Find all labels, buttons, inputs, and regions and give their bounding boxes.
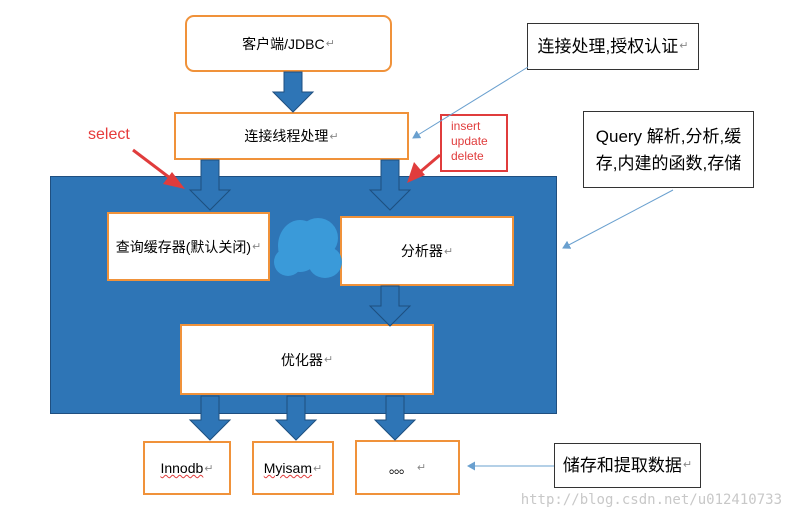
myisam-engine-box: Myisam↵ — [252, 441, 334, 495]
optimizer-label: 优化器 — [280, 351, 323, 368]
query-parse-note-line2: 存,内建的函数,存储 — [595, 153, 742, 173]
connection-auth-note-text: 连接处理,授权认证 — [537, 37, 679, 56]
query-parse-note: Query 解析,分析,缓 存,内建的函数,存储 — [583, 111, 754, 188]
more-engines-label: 。。。 — [388, 459, 413, 476]
arrow-connection-to-analyzer — [368, 159, 412, 211]
return-mark: ↵ — [204, 462, 214, 475]
storage-note-text: 储存和提取数据 — [562, 456, 682, 475]
analyzer-label: 分析器 — [400, 243, 443, 259]
return-mark: ↵ — [682, 459, 693, 471]
arrow-connection-to-cache — [188, 159, 232, 211]
storage-note: 储存和提取数据↵ — [554, 443, 701, 488]
return-mark: ↵ — [323, 354, 334, 366]
arrow-analyzer-to-optimizer — [368, 285, 412, 327]
watermark: http://blog.csdn.net/u012410733 — [520, 492, 782, 508]
connection-thread-label: 连接线程处理 — [244, 128, 329, 144]
return-mark: ↵ — [679, 40, 689, 52]
innodb-engine-box: Innodb↵ — [143, 441, 231, 495]
return-mark: ↵ — [329, 130, 339, 143]
write-ops-pointer-arrow — [419, 153, 441, 174]
arrow-to-innodb — [188, 395, 232, 441]
return-mark: ↵ — [325, 38, 335, 50]
write-operations-note: insert update delete — [440, 114, 508, 172]
write-op-update: update — [451, 134, 488, 148]
select-pointer-arrow — [132, 148, 171, 180]
arrow-to-more-engines — [373, 395, 417, 441]
return-mark: ↵ — [443, 245, 454, 258]
analyzer-box: 分析器↵ — [340, 216, 514, 286]
write-op-delete: delete — [451, 149, 484, 163]
optimizer-box: 优化器↵ — [180, 324, 434, 395]
client-jdbc-label: 客户端/JDBC — [242, 35, 325, 52]
myisam-label: Myisam — [263, 460, 312, 476]
cache-analyzer-link — [274, 218, 342, 278]
client-jdbc-box: 客户端/JDBC↵ — [185, 15, 392, 72]
arrow-client-to-connection — [271, 71, 315, 113]
connection-auth-note: 连接处理,授权认证↵ — [527, 23, 699, 70]
query-cache-label: 查询缓存器(默认关闭) — [115, 238, 252, 255]
query-cache-box: 查询缓存器(默认关闭)↵ — [107, 212, 270, 281]
more-engines-box: 。。。↵ — [355, 440, 460, 495]
query-note-arrow — [562, 189, 674, 249]
return-mark: ↵ — [416, 462, 427, 474]
return-mark: ↵ — [313, 462, 323, 475]
return-mark: ↵ — [252, 241, 262, 253]
query-parse-note-line1: Query 解析,分析,缓 — [595, 126, 742, 146]
write-op-insert: insert — [451, 119, 481, 133]
connection-thread-box: 连接线程处理↵ — [174, 112, 409, 160]
select-label: select — [88, 126, 130, 143]
arrow-to-myisam — [274, 395, 318, 441]
connection-note-arrow — [412, 66, 529, 139]
innodb-label: Innodb — [160, 460, 204, 476]
